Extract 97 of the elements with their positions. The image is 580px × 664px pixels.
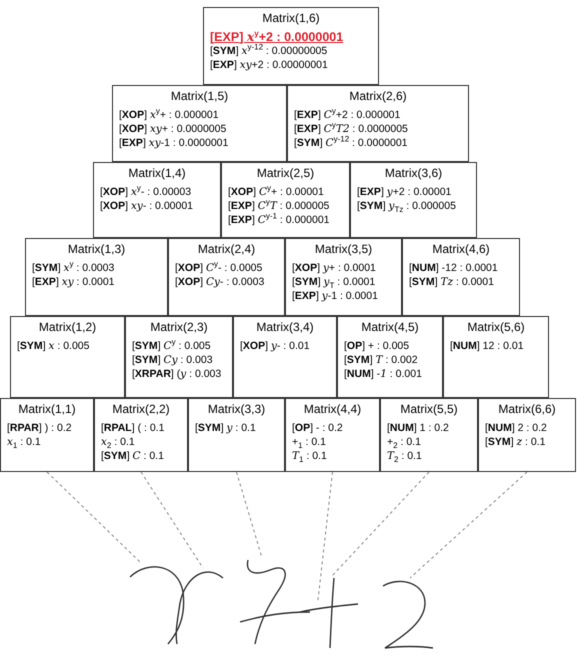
cell-title: Matrix(2,5) [256,166,316,180]
cell-title: Matrix(3,4) [255,320,315,334]
matrix-cell [287,85,469,162]
candidate-entry: [SYM] y : 0.1 [195,421,257,435]
cell-title: Matrix(5,5) [399,402,459,416]
matrix-cell [0,398,94,472]
matrix-cell [285,398,380,472]
candidate-entry: [EXP] y+2 : 0.00001 [357,185,452,199]
candidate-entry: [RPAL] ( : 0.1 [101,421,166,435]
cell-title: Matrix(2,6) [348,89,408,103]
matrix-cell [350,162,477,238]
candidate-entry: [XOP] y- : 0.01 [240,339,311,353]
candidate-entry: [EXP] xy : 0.0001 [32,275,116,289]
cell-title: Matrix(2,3) [149,320,209,334]
cell-title: Matrix(3,5) [314,242,374,256]
candidate-entry: +$_{2}$ : 0.1 [387,435,422,449]
candidate-entry: [SYM] C$^{y}$ : 0.005 [132,339,212,353]
candidate-entry: [SYM] y$_{T}$ : 0.0001 [292,275,376,289]
cell-title: Matrix(1,4) [127,166,187,180]
cell-title: Matrix(1,6) [261,11,321,25]
candidate-entry: [EXP] C$^{y}$T2 : 0.0000005 [294,122,409,136]
candidate-entry: [SYM] T : 0.002 [344,353,419,367]
cell-title: Matrix(1,1) [17,402,77,416]
candidate-entry: [XOP] xy+ : 0.0000005 [119,122,228,136]
candidate-entry: [RPAR] ) : 0.2 [7,421,73,435]
candidate-entry: [SYM] z : 0.1 [485,435,546,449]
candidate-entry: [EXP] y-1 : 0.0001 [292,289,379,303]
candidate-entry: [XOP] Cy- : 0.0003 [175,275,266,289]
candidate-entry: x$_{2}$ : 0.1 [101,435,136,449]
candidate-entry: [SYM] Tz : 0.0001 [409,275,495,289]
matrix-cell [402,238,520,316]
candidate-entry: [NUM] -12 : 0.0001 [409,261,499,275]
leader-line [140,472,204,568]
matrix-cell [285,238,402,316]
candidate-entry: [SYM] x : 0.005 [17,339,90,353]
candidate-entry: [NUM] 1 : 0.2 [387,421,450,435]
cell-title: Matrix(1,5) [170,89,230,103]
candidate-entry: [SYM] C$^{y-12}$ : 0.0000001 [294,136,409,150]
candidate-entry: [XOP] y+ : 0.0001 [292,261,377,275]
candidate-entry: T$_{1}$ : 0.1 [292,449,328,463]
leader-line [236,472,262,558]
candidate-entry: [XRPAR] (y : 0.003 [132,367,222,381]
candidate-entry: [SYM] Cy : 0.003 [132,353,214,367]
matrix-cell [221,162,350,238]
matrix-cell [125,316,233,398]
leader-line [318,472,333,600]
candidate-entry: [EXP] C$^{y-1}$ : 0.000001 [228,213,330,227]
candidate-entry: [XOP] x$^{y}$- : 0.00003 [100,185,192,199]
leader-line [46,472,140,562]
cell-title: Matrix(2,4) [196,242,256,256]
candidate-entry: [EXP] xy-1 : 0.0000001 [119,136,230,150]
cell-title: Matrix(3,6) [384,166,444,180]
matrix-cell [233,316,337,398]
cell-title: Matrix(4,4) [302,402,362,416]
matrix-cell [94,398,188,472]
candidate-entry: x$_{1}$ : 0.1 [7,435,42,449]
leader-line [410,472,528,578]
leader-line [332,472,430,576]
cell-title: Matrix(3,3) [206,402,266,416]
candidate-entry: [OP] - : 0.2 [292,421,344,435]
matrix-cell [112,85,287,162]
matrix-cell [25,238,168,316]
candidate-entry: [SYM] x$^{y}$ : 0.0003 [32,261,116,275]
candidate-entry: [NUM] 12 : 0.01 [450,339,525,353]
matrix-cell [93,162,221,238]
candidate-entry: [SYM] C : 0.1 [101,449,165,463]
candidate-entry: [EXP] C$^{y}$T : 0.000005 [228,199,330,213]
candidate-entry: [EXP] C$^{y}$+2 : 0.000001 [294,108,402,122]
matrix-cell [203,7,379,85]
cell-title: Matrix(6,6) [497,402,557,416]
candidate-entry: [XOP] C$^{y}$- : 0.0005 [175,261,264,275]
matrix-cell [168,238,285,316]
candidate-entry: [SYM] x$^{y-12}$ : 0.00000005 [210,44,328,58]
handwritten-stroke [240,558,312,646]
candidate-entry: +$_{1}$ : 0.1 [292,435,327,449]
matrix-cell [478,398,576,472]
cell-title: Matrix(4,5) [360,320,420,334]
candidate-entry: [NUM] 2 : 0.2 [485,421,548,435]
candidate-entry: [EXP] xy+2 : 0.00000001 [210,58,329,72]
matrix-cell [337,316,443,398]
cell-title: Matrix(1,2) [38,320,98,334]
candidate-entry: [EXP] x$^{y}$+2 : 0.0000001 [210,30,344,44]
candidate-entry: [OP] + : 0.005 [344,339,410,353]
matrix-cell [188,398,285,472]
cell-title: Matrix(5,6) [466,320,526,334]
candidate-entry: [XOP] xy- : 0.00001 [100,199,194,213]
candidate-entry: [SYM] y$_{Tz}$ : 0.000005 [357,199,457,213]
candidate-entry: [NUM] -1 : 0.001 [344,367,423,381]
matrix-cell [10,316,125,398]
candidate-entry: [XOP] x$^{y}$+ : 0.000001 [119,108,220,122]
candidate-entry: [XOP] C$^{y}$+ : 0.00001 [228,185,325,199]
cell-title: Matrix(2,2) [111,402,171,416]
cell-title: Matrix(4,6) [431,242,491,256]
matrix-cell [443,316,549,398]
candidate-entry: T$_{2}$ : 0.1 [387,449,423,463]
matrix-cell [380,398,478,472]
cell-title: Matrix(1,3) [66,242,126,256]
